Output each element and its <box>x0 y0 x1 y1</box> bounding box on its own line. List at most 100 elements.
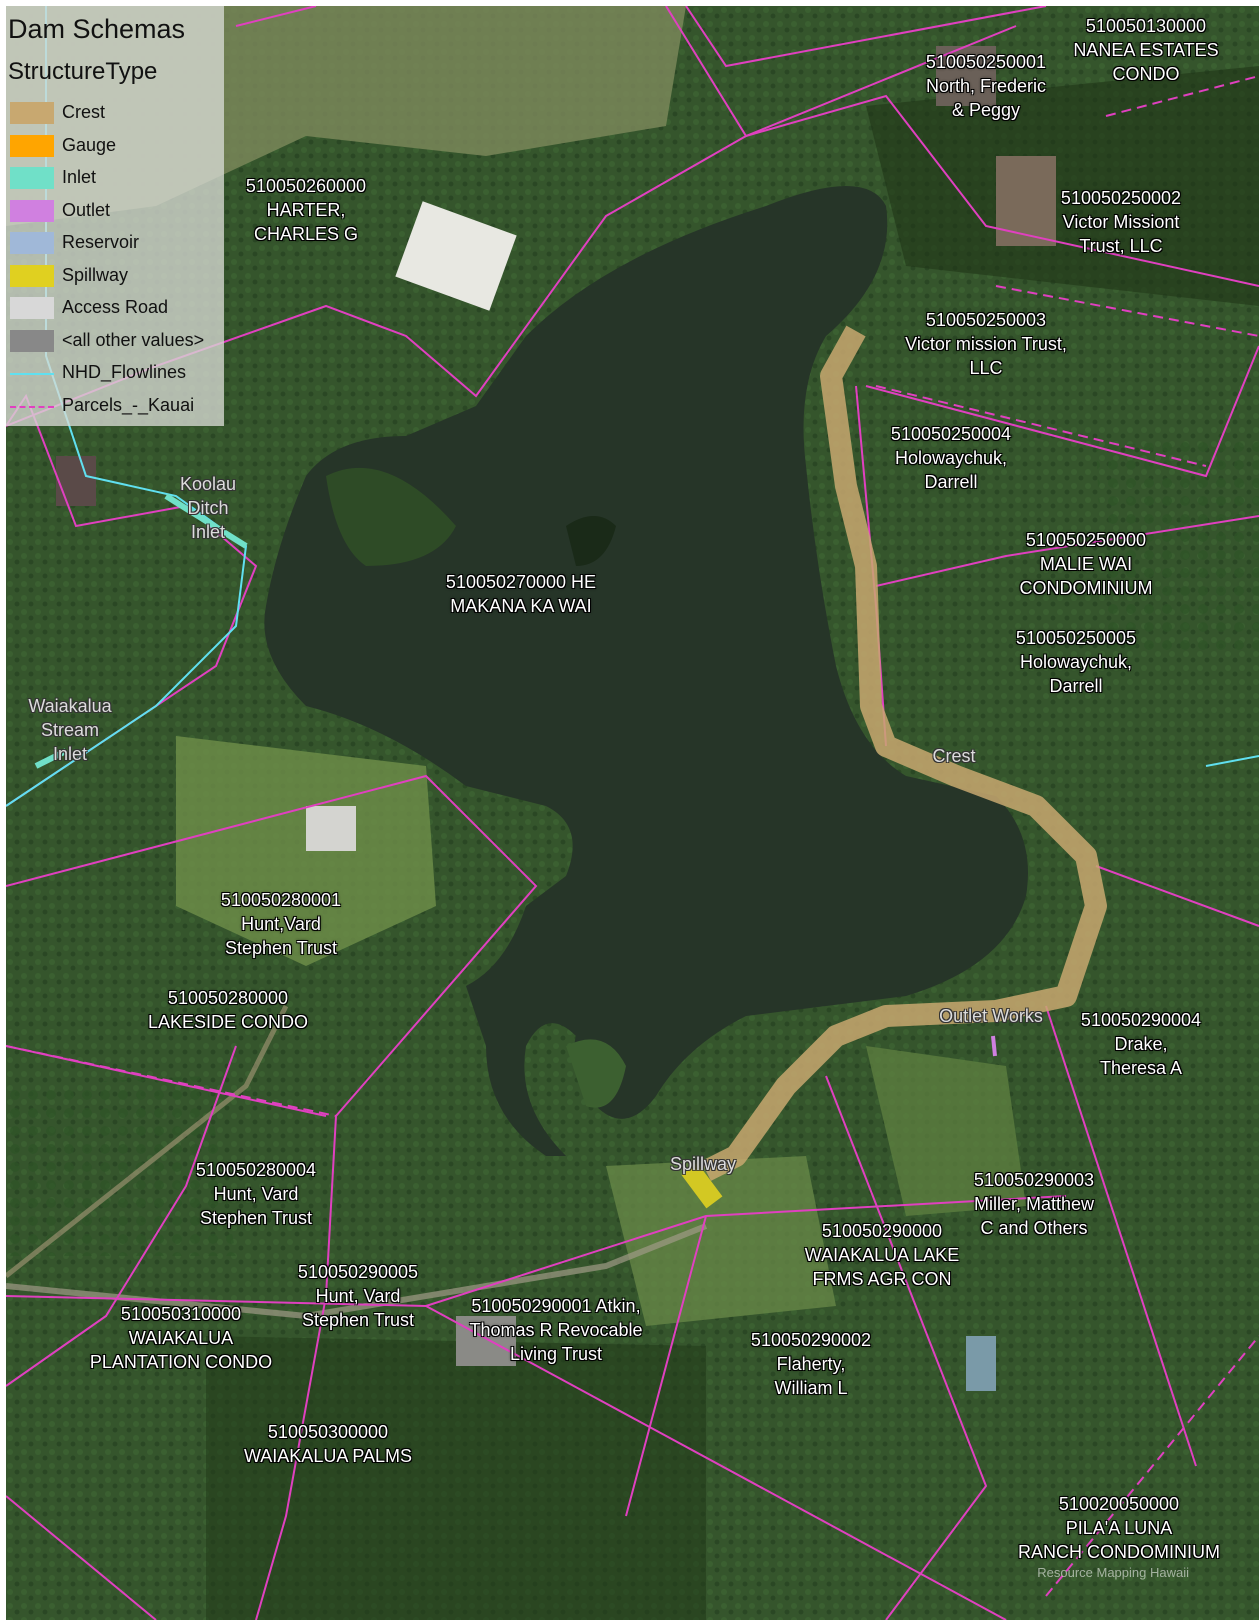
structure-label-line: Inlet <box>52 744 88 764</box>
parcel-label-line: 510050250003 <box>925 310 1047 330</box>
parcel-label-line: Flaherty, <box>776 1354 846 1374</box>
parcel-label-line: Darrell <box>1049 676 1103 696</box>
dark-forest-s <box>206 1336 706 1620</box>
building-se <box>966 1336 996 1391</box>
parcel-label-line: Hunt, Vard <box>213 1184 299 1204</box>
parcel-label-line: 510050290005 <box>297 1262 419 1282</box>
structure-label: Spillway <box>670 1152 736 1176</box>
parcel-label-line: LLC <box>969 358 1003 378</box>
parcel-label-line: 510050280001 <box>220 890 342 910</box>
parcel-label-line: RANCH CONDOMINIUM <box>1018 1542 1220 1562</box>
legend-swatch <box>10 264 54 287</box>
parcel-label-line: 510050310000 <box>120 1304 242 1324</box>
parcel-label-line: CONDO <box>1112 64 1180 84</box>
parcel-label-line: Drake, <box>1114 1034 1168 1054</box>
parcel-label-line: Hunt,Vard <box>241 914 321 934</box>
parcel-label-line: MAKANA KA WAI <box>450 596 592 616</box>
parcel-label-line: 510050290003 <box>973 1170 1095 1190</box>
structure-label-line: Waiakalua <box>28 696 112 716</box>
parcel-label-line: 510020050000 <box>1058 1494 1180 1514</box>
structure-label: Crest <box>932 744 975 768</box>
parcel-label-line: CONDOMINIUM <box>1019 578 1153 598</box>
parcel-label-line: FRMS AGR CON <box>812 1269 952 1289</box>
legend-swatch <box>10 167 54 189</box>
building-s <box>456 1316 516 1366</box>
parcel-label-line: William L <box>774 1378 848 1398</box>
parcel-label-line: Darrell <box>924 472 978 492</box>
legend-title: Dam Schemas <box>8 14 186 44</box>
peninsula-north <box>326 467 456 566</box>
parcel-label-line: WAIAKALUA PALMS <box>243 1446 413 1466</box>
parcel-label-line: PILA'A LUNA <box>1065 1518 1173 1538</box>
parcel-label-line: 510050250002 <box>1060 188 1182 208</box>
parcel-label-line: WAIAKALUA LAKE <box>804 1245 960 1265</box>
parcel-label-line: NANEA ESTATES <box>1073 40 1219 60</box>
building-harter <box>395 201 517 311</box>
lawn-east <box>866 1046 1026 1216</box>
parcel-label-line: 510050250004 <box>890 424 1012 444</box>
parcel-label-line: 510050130000 <box>1085 16 1207 36</box>
parcel-label-line: 510050250001 <box>925 52 1047 72</box>
parcel-label-line: 510050280004 <box>195 1160 317 1180</box>
island <box>566 516 616 566</box>
spillway <box>681 1162 723 1209</box>
parcel-boundaries <box>6 6 1259 1620</box>
structure-label-line: Ditch <box>187 498 229 518</box>
parcel-label-line: 510050270000 HE <box>445 572 597 592</box>
parcel-label-line: Holowaychuk, <box>1019 652 1133 672</box>
map-credit: Resource Mapping Hawaii <box>1037 1565 1189 1580</box>
parcel-label-line: 510050290004 <box>1080 1010 1202 1030</box>
legend-swatch <box>10 297 54 319</box>
parcel-label-line: 510050260000 <box>245 176 367 196</box>
legend-swatch <box>10 134 54 157</box>
parcel-label-line: 510050290001 Atkin, <box>471 1296 641 1316</box>
building-west <box>306 806 356 851</box>
legend-label: Inlet <box>62 167 97 187</box>
parcel-label-line: Stephen Trust <box>199 1208 313 1228</box>
orchard-east <box>1096 436 1259 656</box>
building-ne-2 <box>936 46 996 106</box>
parcel-label-line: Stephen Trust <box>301 1310 415 1330</box>
legend-item: Inlet <box>6 163 224 193</box>
parcel-label-line: Holowaychuk, <box>894 448 1008 468</box>
legend-swatch <box>10 232 54 254</box>
structure-label: Outlet Works <box>939 1004 1043 1028</box>
legend-item: Crest <box>6 98 224 128</box>
road-south <box>6 1223 708 1320</box>
parcel-boundaries-dashed <box>6 75 1259 1597</box>
legend-label: Gauge <box>62 134 117 155</box>
legend-swatch <box>10 329 54 352</box>
parcel-label-line: 510050290000 <box>821 1221 943 1241</box>
reservoir <box>264 186 1028 1156</box>
structure-label-line: Koolau <box>179 474 237 494</box>
structure-label-line: Spillway <box>669 1154 737 1174</box>
building-nw <box>56 456 96 506</box>
parcel-label-line: CHARLES G <box>253 224 359 244</box>
parcel-label-line: 510050250005 <box>1015 628 1137 648</box>
legend-subtitle: StructureType <box>8 58 158 85</box>
parcel-label-line: PLANTATION CONDO <box>89 1352 273 1372</box>
dam-crest <box>701 325 1107 1181</box>
parcel-label-line: 510050290002 <box>750 1330 872 1350</box>
parcel-label-line: Stephen Trust <box>224 938 338 958</box>
koolau-inlet-marker <box>164 493 248 549</box>
parcel-label-line: Hunt, Vard <box>315 1286 401 1306</box>
legend-item: <all other values> <box>6 326 224 356</box>
structure-label-line: Crest <box>932 746 976 766</box>
structure-label-line: Inlet <box>190 522 226 542</box>
